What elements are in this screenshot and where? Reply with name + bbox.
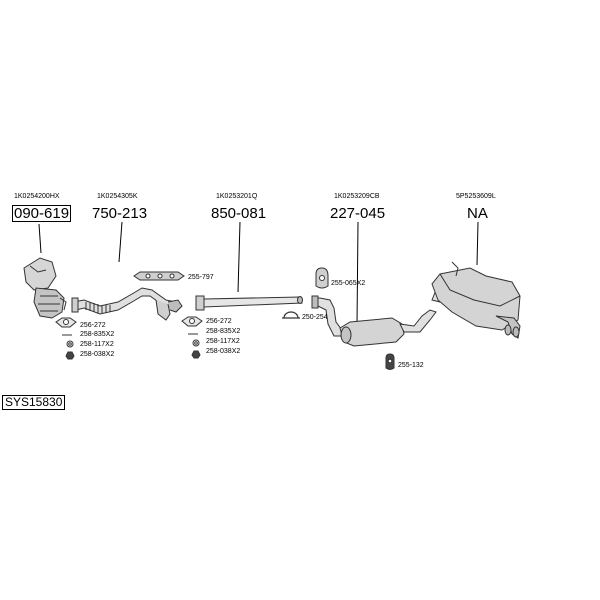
hanger-255-132-drawing (385, 353, 395, 370)
front-pipe-drawing (71, 287, 183, 321)
rear-silencer-drawing (431, 261, 521, 339)
leader-line-3 (237, 221, 241, 293)
center-pipe-drawing (195, 295, 303, 311)
accessory-2-3[interactable]: 258-117X2 (206, 338, 240, 345)
part-number-4[interactable]: 227-045 (330, 205, 386, 222)
accessory-icons-group-2 (181, 316, 203, 359)
accessory-255-797[interactable]: 255-797 (188, 274, 214, 281)
accessory-2-4[interactable]: 258-038X2 (206, 348, 241, 355)
accessory-1-2[interactable]: 258-835X2 (80, 331, 115, 338)
part-number-2[interactable]: 750-213 (92, 205, 148, 222)
oe-number-2: 1K0254305K (97, 193, 138, 200)
accessory-icons-group-1 (55, 317, 77, 360)
catalytic-converter-drawing (23, 257, 67, 319)
mount-255-797-drawing (133, 271, 185, 281)
accessory-1-4[interactable]: 258-038X2 (80, 351, 115, 358)
oe-number-5: 5P5253609L (456, 193, 496, 200)
accessory-255-132[interactable]: 255-132 (398, 362, 424, 369)
leader-line-4 (356, 221, 359, 326)
accessory-250-254[interactable]: 250-254 (302, 314, 328, 321)
leader-line-1 (38, 223, 42, 254)
oe-number-3: 1K0253201Q (216, 193, 258, 200)
leader-line-5 (476, 221, 479, 266)
accessory-1-3[interactable]: 258-117X2 (80, 341, 114, 348)
leader-line-2 (118, 221, 123, 263)
hanger-255-065-drawing (315, 267, 329, 289)
middle-silencer-drawing (311, 295, 437, 347)
part-number-5[interactable]: NA (467, 205, 488, 222)
accessory-255-065[interactable]: 255-065X2 (331, 280, 366, 287)
oe-number-4: 1K0253209CB (334, 193, 380, 200)
accessory-2-2[interactable]: 258-835X2 (206, 328, 241, 335)
part-number-1[interactable]: 090-619 (12, 205, 72, 222)
system-code-label: SYS15830 (2, 395, 66, 410)
clamp-250-254-drawing (282, 311, 300, 319)
part-number-3[interactable]: 850-081 (211, 205, 267, 222)
accessory-2-1[interactable]: 256-272 (206, 318, 232, 325)
oe-number-1: 1K0254200HX (14, 193, 60, 200)
accessory-1-1[interactable]: 256-272 (80, 322, 106, 329)
